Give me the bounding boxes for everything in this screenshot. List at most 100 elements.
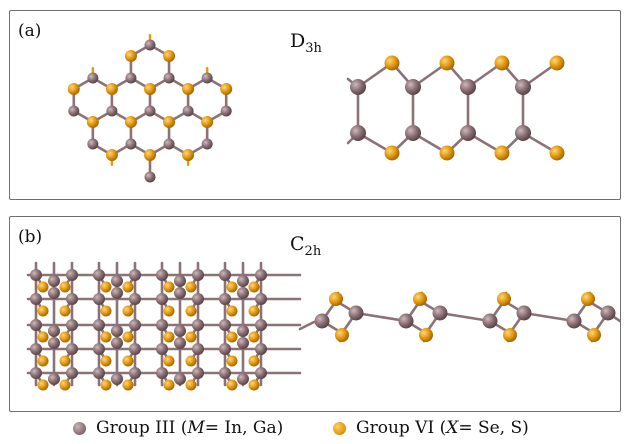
metal-atom: [174, 325, 186, 337]
chalcogen-atom: [105, 149, 118, 161]
chalcogen-atom: [439, 145, 455, 161]
panel-b-symmetry-main: C: [290, 233, 305, 255]
metal-atom: [566, 313, 582, 329]
metal-atom: [87, 138, 99, 150]
metal-atom: [192, 293, 204, 305]
bond: [354, 311, 408, 323]
chalcogen-atom: [226, 305, 238, 317]
metal-atom: [192, 269, 204, 281]
chalcogen-atom: [185, 355, 197, 367]
chalcogen-atom: [100, 281, 112, 293]
metal-atom: [220, 105, 232, 117]
panel-b-label: (b): [18, 227, 43, 247]
chalcogen-atom: [497, 292, 511, 306]
chalcogen-atom: [124, 116, 137, 128]
panel-a-structure: [67, 33, 565, 183]
metal-atom: [460, 125, 476, 141]
chalcogen-atom: [124, 50, 137, 62]
chalcogen-atom: [37, 305, 49, 317]
metal-atom: [237, 275, 249, 287]
chalcogen-atom: [163, 281, 175, 293]
chalcogen-atom: [37, 281, 49, 293]
chalcogen-atom: [59, 331, 71, 343]
metal-atom: [163, 138, 175, 150]
chalcogen-atom: [384, 55, 400, 71]
chalcogen-atom: [122, 379, 134, 391]
metal-atom: [125, 138, 137, 150]
metal-atom: [111, 337, 123, 349]
panel-a-symmetry-main: D: [290, 30, 306, 52]
metal-atom: [460, 79, 476, 95]
chalcogen-atom: [226, 331, 238, 343]
chalcogen-atom: [59, 305, 71, 317]
chalcogen-atom: [494, 55, 510, 71]
metal-atom: [93, 293, 105, 305]
legend-chalcogen-var: X: [446, 418, 459, 438]
chalcogen-atom: [122, 331, 134, 343]
metal-atom: [66, 269, 78, 281]
chalcogen-atom: [329, 292, 343, 306]
metal-atom: [111, 373, 123, 385]
metal-atom: [30, 319, 42, 331]
panel-b-c2h: (b) C2h: [9, 216, 621, 412]
chalcogen-atom: [248, 331, 260, 343]
panel-a-label: (a): [18, 21, 42, 41]
metal-atom: [398, 313, 414, 329]
metal-atom: [68, 105, 80, 117]
legend: Group III (M = In, Ga) Group VI (X = Se,…: [0, 418, 630, 442]
panel-b-symmetry-sub: 2h: [304, 243, 322, 259]
metal-atom: [432, 305, 448, 321]
chalcogen-atom: [248, 355, 260, 367]
chalcogen-atom: [439, 55, 455, 71]
metal-atom: [516, 305, 532, 321]
chalcogen-atom: [37, 379, 49, 391]
panel-a-d3h: (a) D3h: [9, 10, 621, 200]
chalcogen-atom: [419, 328, 433, 342]
bond: [522, 311, 576, 323]
metal-atom: [174, 275, 186, 287]
legend-metal-prefix: Group III (: [96, 418, 188, 438]
chalcogen-atom: [587, 328, 601, 342]
legend-metal: Group III (M = In, Ga): [73, 418, 283, 438]
metal-atom: [255, 343, 267, 355]
metal-atom: [182, 105, 194, 117]
metal-atom: [93, 319, 105, 331]
chalcogen-atom: [220, 83, 233, 95]
legend-chalcogen-suffix: = Se, S): [458, 418, 529, 438]
chalcogen-atom: [67, 83, 80, 95]
metal-atom: [255, 269, 267, 281]
metal-atom: [111, 325, 123, 337]
metal-atom: [111, 287, 123, 299]
chalcogen-atom: [144, 149, 156, 161]
metal-atom: [93, 269, 105, 281]
metal-atom: [144, 39, 156, 51]
bond: [438, 311, 492, 323]
chalcogen-atom: [182, 83, 195, 95]
metal-atom: [48, 373, 60, 385]
metal-atom: [314, 313, 330, 329]
chalcogen-atom: [248, 305, 260, 317]
metal-atom: [129, 293, 141, 305]
metal-atom: [350, 125, 366, 141]
metal-atom: [156, 319, 168, 331]
metal-atom: [48, 325, 60, 337]
metal-atom: [66, 319, 78, 331]
legend-chalcogen-prefix: Group VI (: [356, 418, 447, 438]
chalcogen-atom: [37, 331, 49, 343]
metal-atom: [192, 343, 204, 355]
chalcogen-atom: [144, 83, 156, 95]
metal-atom: [482, 313, 498, 329]
metal-atom: [201, 138, 213, 150]
metal-atom: [237, 325, 249, 337]
metal-atom: [156, 343, 168, 355]
chalcogen-atom: [100, 379, 112, 391]
chalcogen-atom: [549, 55, 565, 71]
metal-atom: [30, 269, 42, 281]
metal-atom: [48, 287, 60, 299]
metal-atom: [192, 367, 204, 379]
metal-atom: [156, 269, 168, 281]
chalcogen-atom: [122, 305, 134, 317]
legend-metal-suffix: = In, Ga): [204, 418, 284, 438]
chalcogen-atom: [248, 281, 260, 293]
chalcogen-atom: [335, 328, 349, 342]
